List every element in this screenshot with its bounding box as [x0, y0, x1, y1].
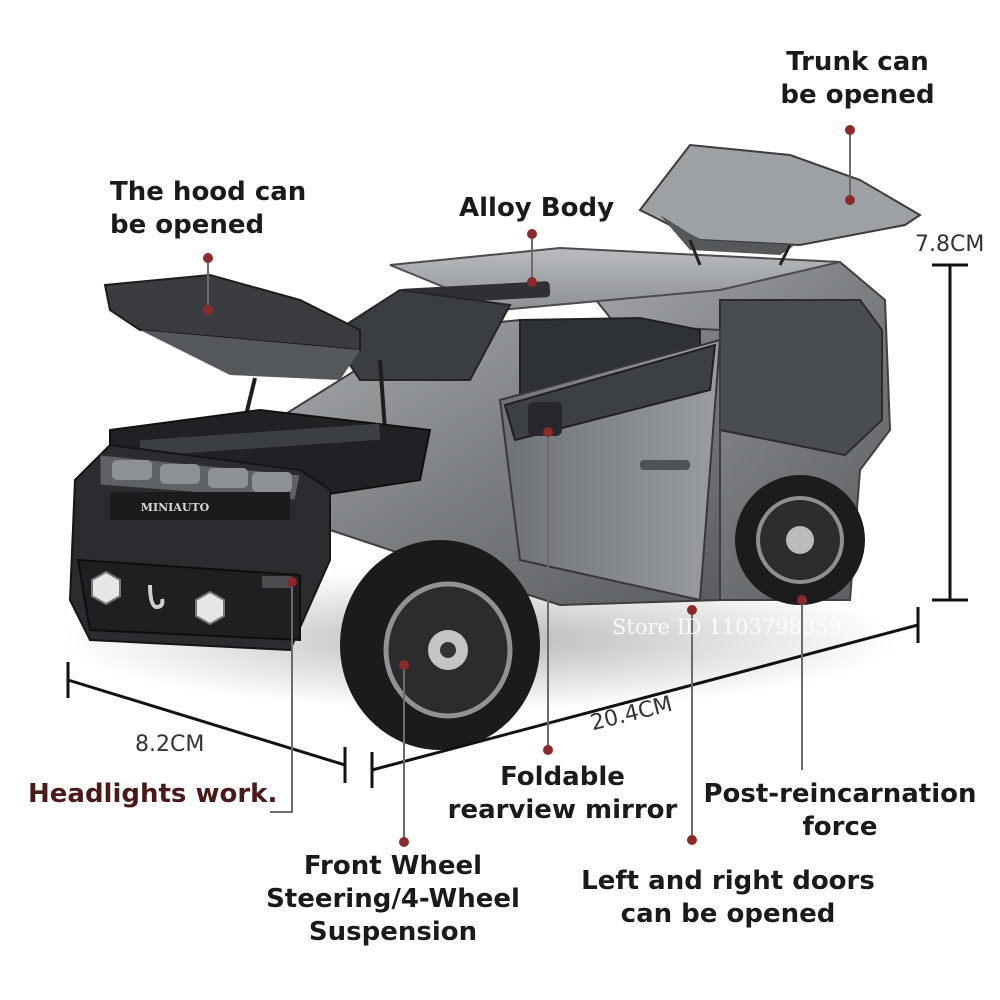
trunk-lid [638, 143, 922, 247]
front-indicator [262, 576, 292, 588]
callout-trunk: Trunk can be opened [780, 47, 935, 110]
hood-strut-2 [378, 359, 387, 431]
front-bumper [76, 558, 301, 642]
callout-front-wheel: Front Wheel Steering/4-Wheel Suspension [266, 851, 520, 947]
trunk-lid-underside [660, 215, 795, 255]
width-dimension-line [66, 662, 347, 783]
callout-line-headlights [270, 582, 293, 813]
callout-dot-alloy [527, 277, 537, 287]
callout-hood: The hood can be opened [110, 177, 307, 240]
callout-dot-mirror [543, 427, 553, 437]
rear-dark-panel [719, 299, 883, 457]
width-dimension-label: 8.2CM [135, 732, 205, 757]
grille-badge: MINIAUTO [141, 501, 210, 514]
callout-dot-doors [687, 605, 697, 615]
callout-dot-trunk-top [845, 125, 855, 135]
callout-dot-mirror-bottom [543, 745, 553, 755]
store-watermark: Store ID 1103798359 [612, 615, 843, 639]
trunk-strut-2 [778, 244, 792, 266]
callout-headlights: Headlights work. [28, 779, 278, 809]
headlight-4 [252, 472, 292, 492]
callout-dot-hood [203, 305, 213, 315]
callout-dot-doors-bottom [687, 835, 697, 845]
hood-underside [140, 330, 360, 380]
trunk-strut [688, 239, 702, 266]
callout-dot-force [797, 595, 807, 605]
tow-hook [148, 584, 165, 610]
headlight-1 [112, 460, 152, 480]
callout-dot-front-wheel-bottom [399, 837, 409, 847]
callout-force: Post-reincarnation force [703, 779, 977, 842]
callout-dot-alloy-top [527, 229, 537, 239]
rear-wheel [735, 475, 865, 605]
engine-detail [139, 423, 381, 457]
headlight-2 [160, 464, 200, 484]
callout-dot-headlights [287, 577, 297, 587]
callout-alloy-body: Alloy Body [459, 193, 615, 223]
callout-dot-trunk [845, 195, 855, 205]
callout-mirror: Foldable rearview mirror [447, 762, 678, 825]
fog-light-right [195, 590, 225, 626]
fog-light-left [91, 570, 121, 606]
front-wheel [340, 540, 540, 750]
door-handle [640, 460, 690, 470]
headlight-3 [208, 468, 248, 488]
grille-badge-bar [110, 492, 290, 520]
height-dimension-line [932, 263, 968, 602]
length-dimension-line [370, 607, 920, 788]
callout-dot-hood-top [203, 253, 213, 263]
windshield [328, 288, 512, 381]
callout-dot-front-wheel [399, 660, 409, 670]
rearview-mirror [528, 402, 562, 436]
height-dimension-label: 7.8CM [915, 232, 985, 257]
callout-doors: Left and right doors can be opened [581, 866, 875, 929]
